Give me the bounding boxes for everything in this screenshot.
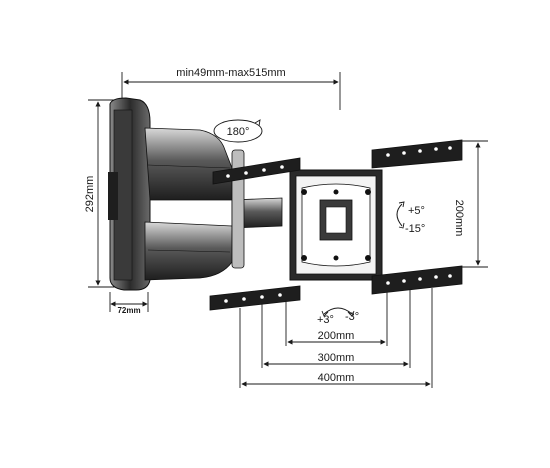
swivel-indicator: +3° -3° (317, 307, 359, 326)
extension-label: min49mm-max515mm (176, 67, 285, 79)
vesa-vertical-dimension: 200mm (453, 140, 488, 268)
vesa-horizontal-dimensions: 200mm 300mm 400mm (239, 288, 433, 388)
rotation-label: 180° (227, 126, 250, 138)
swivel-right-label: -3° (345, 311, 359, 323)
upper-arm (144, 127, 233, 201)
rail-top-right (371, 139, 463, 169)
height-dimension: 292mm (84, 99, 122, 288)
mounting-plate (289, 169, 383, 281)
depth-label: 72mm (117, 306, 140, 315)
vesa-h-200-label: 200mm (318, 330, 355, 342)
depth-dimension: 72mm (109, 292, 149, 315)
vesa-h-400-label: 400mm (318, 372, 355, 384)
lower-arm (144, 221, 233, 281)
rotation-indicator: 180° (213, 119, 263, 143)
rail-top-left (212, 157, 301, 185)
rail-bottom-right (371, 265, 463, 295)
vesa-h-300-label: 300mm (318, 352, 355, 364)
height-label: 292mm (84, 176, 96, 213)
tilt-up-label: +5° (408, 205, 425, 217)
tilt-indicator: +5° -15° (396, 201, 425, 235)
rail-bottom-left (209, 285, 301, 311)
extension-dimension: min49mm-max515mm (121, 67, 341, 110)
wall-plate (108, 97, 151, 291)
tilt-down-label: -15° (405, 223, 425, 235)
swivel-left-label: +3° (317, 314, 334, 326)
vesa-vertical-label: 200mm (453, 200, 465, 237)
